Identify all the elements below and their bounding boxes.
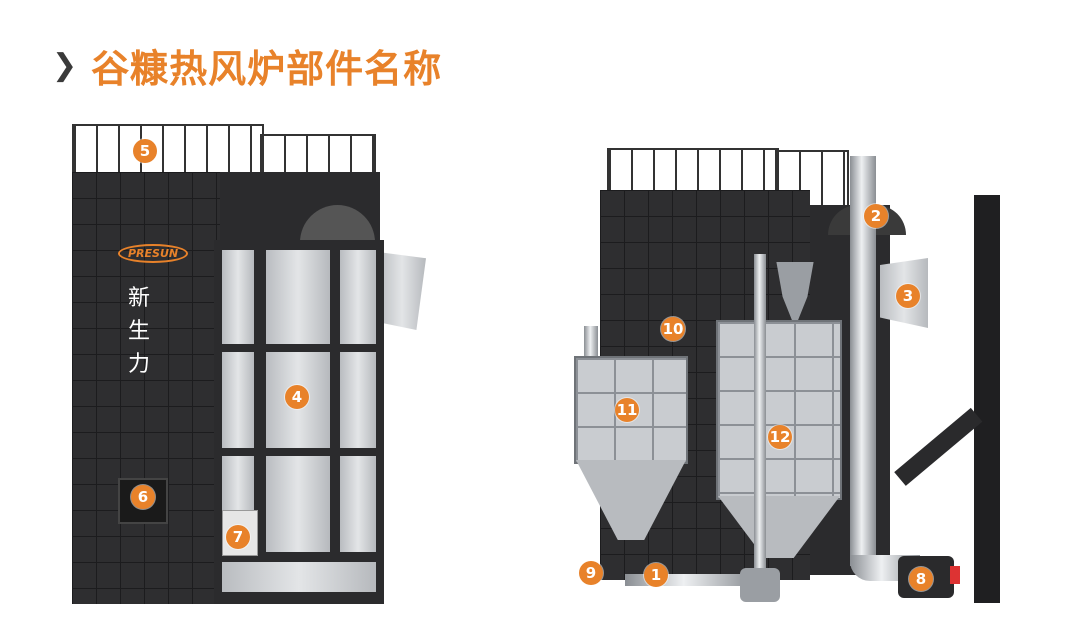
brand-char: 生 bbox=[128, 319, 151, 344]
presun-logo: PRESUN bbox=[118, 244, 189, 263]
panel bbox=[222, 250, 254, 344]
callout-10: 10 bbox=[661, 317, 685, 341]
chevron-right-icon: ❯ bbox=[52, 48, 78, 83]
chimney bbox=[974, 195, 1000, 603]
chimney-connector bbox=[894, 407, 983, 486]
callout-5: 5 bbox=[133, 139, 157, 163]
panel bbox=[222, 562, 376, 592]
brand-char: 力 bbox=[128, 352, 151, 377]
top-railing bbox=[607, 148, 779, 192]
callout-3: 3 bbox=[896, 284, 920, 308]
callout-6: 6 bbox=[131, 485, 155, 509]
dust-collector-large bbox=[716, 320, 842, 500]
panel bbox=[266, 456, 330, 552]
section-title: ❯ 谷糠热风炉部件名称 bbox=[52, 38, 442, 93]
callout-11: 11 bbox=[615, 398, 639, 422]
return-pipe bbox=[754, 254, 766, 584]
conveyor-fan bbox=[740, 568, 780, 602]
panel bbox=[340, 352, 376, 448]
callout-1: 1 bbox=[644, 563, 668, 587]
page-title: 谷糠热风炉部件名称 bbox=[91, 47, 443, 91]
callout-12: 12 bbox=[768, 425, 792, 449]
callout-8: 8 bbox=[909, 567, 933, 591]
exhaust-duct bbox=[378, 252, 426, 330]
panel bbox=[222, 352, 254, 448]
furnace-body bbox=[72, 172, 220, 604]
top-railing bbox=[72, 124, 264, 174]
panel bbox=[340, 250, 376, 344]
panel bbox=[340, 456, 376, 552]
motor-cap bbox=[950, 566, 960, 584]
callout-2: 2 bbox=[864, 204, 888, 228]
callout-4: 4 bbox=[285, 385, 309, 409]
pipe bbox=[584, 326, 598, 356]
brand-char: 新 bbox=[128, 286, 151, 311]
panel bbox=[266, 250, 330, 344]
callout-9: 9 bbox=[579, 561, 603, 585]
callout-7: 7 bbox=[226, 525, 250, 549]
